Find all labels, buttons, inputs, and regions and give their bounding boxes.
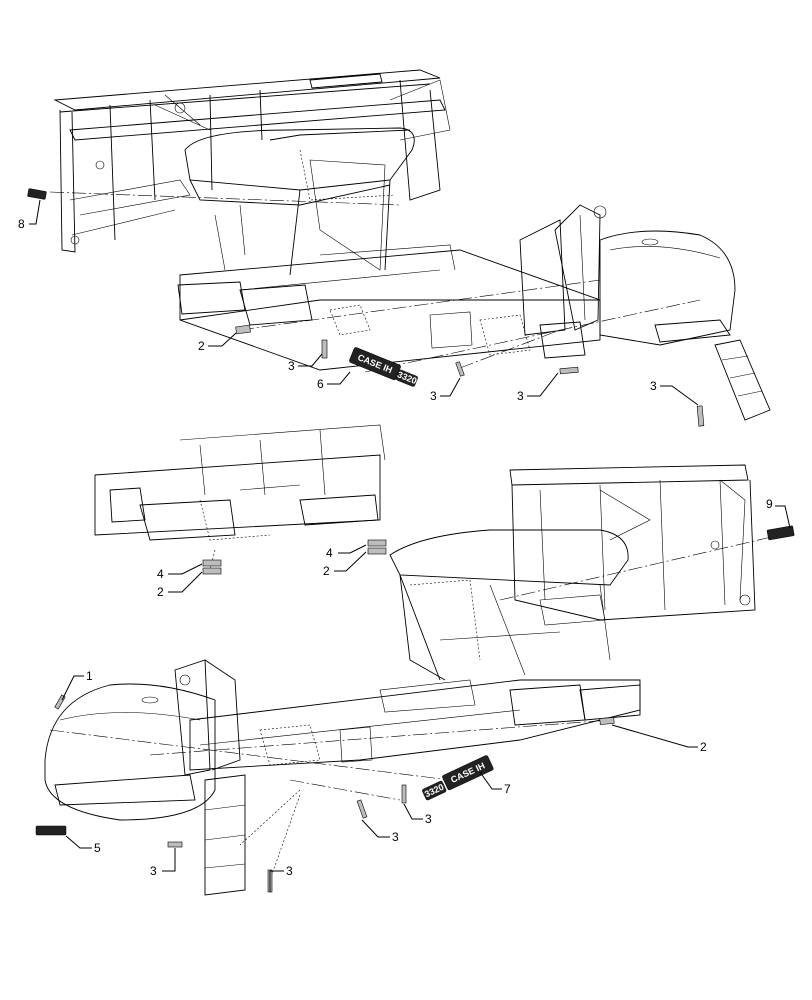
bottom-leader-d bbox=[209, 549, 216, 571]
bottom-boom-frame bbox=[509, 464, 756, 621]
bottom-ladder bbox=[204, 774, 246, 896]
bottom-sprayer-assembly bbox=[44, 424, 781, 896]
callout-4-left: 4 bbox=[157, 567, 164, 581]
decal-8 bbox=[27, 188, 47, 200]
callout-2-left: 2 bbox=[157, 585, 164, 599]
decal-3-bottom-b bbox=[356, 799, 368, 819]
decal-3-bottom-c bbox=[167, 841, 183, 848]
callout-2-mid: 2 bbox=[323, 564, 330, 578]
decal-4-mid bbox=[367, 539, 387, 547]
top-centerline-a bbox=[49, 191, 401, 206]
bottom-centerline-b bbox=[149, 719, 611, 756]
decal-9 bbox=[766, 525, 795, 541]
callout-3-top-a: 3 bbox=[288, 359, 295, 373]
bottom-leader-e bbox=[239, 789, 301, 846]
decal-2-bottom bbox=[599, 717, 615, 725]
callout-3-top-d: 3 bbox=[650, 379, 657, 393]
top-chassis bbox=[177, 244, 601, 371]
bottom-cab bbox=[389, 529, 629, 681]
decal-3-top-c bbox=[559, 366, 579, 375]
decal-3-top-d bbox=[696, 405, 705, 427]
decal-3-top-a bbox=[321, 339, 328, 359]
decal-5 bbox=[35, 825, 67, 836]
bottom-centerline-c bbox=[289, 779, 401, 801]
decal-2-top bbox=[235, 324, 251, 335]
bottom-tank bbox=[44, 683, 216, 821]
callout-7: 7 bbox=[504, 782, 511, 796]
callout-6: 6 bbox=[317, 377, 324, 391]
callout-3-bottom-a: 3 bbox=[392, 830, 399, 844]
bottom-rear-frame bbox=[94, 424, 386, 541]
top-centerline-b bbox=[239, 279, 601, 331]
decal-2-mid bbox=[367, 547, 387, 555]
callout-9: 9 bbox=[766, 497, 773, 511]
top-ladder bbox=[714, 339, 771, 421]
decal-3-top-b bbox=[455, 361, 465, 377]
top-centerline-d bbox=[459, 329, 561, 369]
callout-8: 8 bbox=[18, 217, 25, 231]
bottom-centerline-a bbox=[49, 729, 451, 781]
top-front-pillar bbox=[519, 204, 607, 336]
bottom-leader-f bbox=[269, 794, 301, 881]
bottom-chassis bbox=[189, 631, 641, 771]
decal-6-brand-model: CASE IH 3320 bbox=[349, 347, 418, 387]
decal-3-bottom-a bbox=[401, 784, 407, 804]
callout-4-mid: 4 bbox=[326, 546, 333, 560]
decals: CASE IH 3320 3320 CASE IH bbox=[27, 188, 795, 893]
top-boom-frame bbox=[53, 69, 451, 253]
top-tank bbox=[599, 230, 736, 346]
bottom-centerline-d bbox=[499, 534, 781, 601]
callout-3-top-b: 3 bbox=[430, 389, 437, 403]
callout-3-bottom-c: 3 bbox=[150, 864, 157, 878]
callout-leaders bbox=[29, 199, 791, 892]
top-cab bbox=[184, 127, 415, 276]
callout-labels: 8 2 3 6 3 3 3 9 4 2 4 2 1 2 7 5 3 3 3 3 bbox=[18, 217, 773, 878]
callout-3-top-c: 3 bbox=[517, 389, 524, 403]
top-centerline-c bbox=[364, 299, 701, 373]
callout-3-bottom-d: 3 bbox=[286, 864, 293, 878]
top-sprayer-assembly bbox=[49, 69, 771, 421]
callout-3-bottom-b: 3 bbox=[425, 812, 432, 826]
decal-2-left bbox=[202, 567, 222, 575]
bottom-front-pillar bbox=[174, 659, 241, 776]
callout-5: 5 bbox=[94, 841, 101, 855]
decal-4-left bbox=[202, 559, 222, 567]
callout-2-bottom: 2 bbox=[700, 740, 707, 754]
callout-1: 1 bbox=[86, 669, 93, 683]
callout-2-top: 2 bbox=[198, 339, 205, 353]
